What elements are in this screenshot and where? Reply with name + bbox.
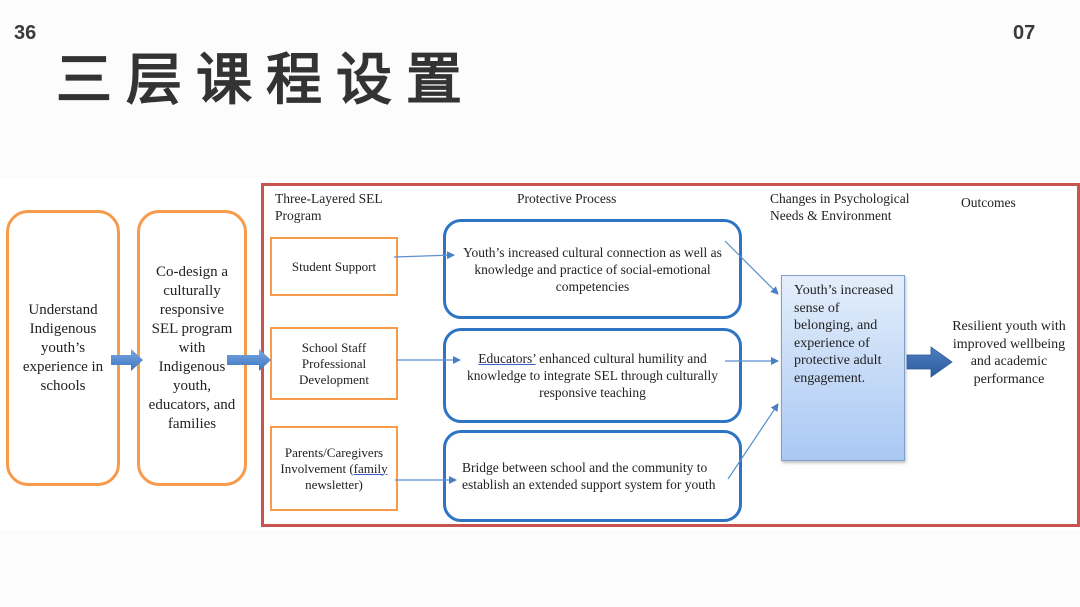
step-understand-experience: Understand Indigenous youth’s experience… [6, 210, 120, 486]
layer-parents-involvement-label: Parents/Caregivers Involvement (family n… [276, 445, 392, 493]
change-sense-of-belonging-text: Youth’s increased sense of belonging, an… [794, 283, 894, 386]
page-number-right: 07 [1013, 22, 1036, 44]
change-sense-of-belonging: Youth’s increased sense of belonging, an… [781, 275, 905, 461]
slide-title: 三层课程设置 [56, 48, 476, 113]
layer-parents-label-prefix: Parents/Caregivers Involvement ( [280, 444, 384, 476]
process-educators-text-prefix: Educators’ [478, 351, 536, 366]
process-youth-cultural-connection-text: Youth’s increased cultural connection as… [463, 244, 722, 294]
step-understand-text: Understand Indigenous youth’s experience… [22, 301, 104, 394]
connector-layer [111, 240, 953, 484]
layer-parents-involvement: Parents/Caregivers Involvement (family n… [270, 426, 398, 511]
layer-parents-label-suffix: newsletter) [305, 476, 363, 492]
layer-student-support: Student Support [270, 237, 398, 296]
outcome-resilient-youth: Resilient youth with improved wellbeing … [952, 319, 1066, 387]
header-three-layered-program: Three-Layered SEL Program [275, 191, 383, 223]
layer-staff-development: School Staff Professional Development [270, 327, 398, 400]
process-educators-text-suffix: enhanced cultural humility and knowledge… [466, 351, 719, 400]
arrow-step1-to-step2 [111, 349, 143, 371]
arrow-step2-to-program [227, 349, 271, 371]
process-school-community-bridge: Bridge between school and the community … [443, 430, 742, 522]
step-co-design: Co-design a culturally responsive SEL pr… [137, 210, 247, 486]
header-outcomes: Outcomes [961, 195, 1016, 210]
sel-program-diagram: Understand Indigenous youth’s experience… [0, 178, 1080, 530]
step-co-design-text: Co-design a culturally responsive SEL pr… [148, 263, 236, 432]
layer-student-support-label: Student Support [291, 258, 377, 274]
layer-parents-label-link: family [353, 460, 388, 476]
process-educators-text: Educators’ enhanced cultural humility an… [458, 350, 727, 401]
arrow-needs-to-outcome [906, 346, 953, 378]
header-changes: Changes in Psychological Needs & Environ… [770, 191, 910, 223]
process-educators-cultural-humility: Educators’ enhanced cultural humility an… [443, 328, 742, 423]
header-protective-process: Protective Process [517, 191, 617, 206]
layer-staff-development-label: School Staff Professional Development [298, 339, 370, 387]
page-number-left: 36 [14, 22, 37, 44]
arrow-student-to-process [393, 251, 455, 260]
process-youth-cultural-connection: Youth’s increased cultural connection as… [443, 219, 742, 319]
arrow-process1-to-needs [724, 240, 779, 295]
process-school-community-bridge-text: Bridge between school and the community … [462, 460, 716, 492]
arrow-process3-to-needs [727, 403, 779, 480]
